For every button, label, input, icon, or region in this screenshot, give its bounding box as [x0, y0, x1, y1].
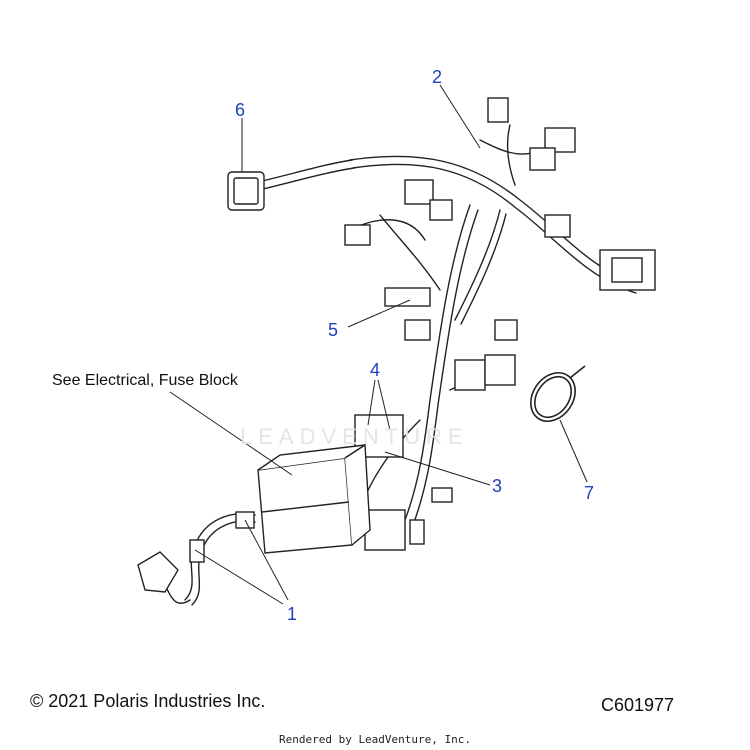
main-harness-trunk: [349, 155, 641, 286]
leader-1b: [194, 549, 284, 605]
callout-2: 2: [432, 67, 443, 87]
connector-top-a: [487, 97, 509, 123]
fuse-block-note: See Electrical, Fuse Block: [52, 372, 238, 389]
leader-4a: [367, 379, 376, 426]
watermark: LEADVENTURE: [240, 424, 469, 449]
connector-lower-plug: [137, 551, 179, 593]
leader-1a: [244, 519, 289, 601]
callout-7: 7: [584, 483, 595, 503]
copyright: © 2021 Polaris Industries Inc.: [30, 691, 266, 711]
leader-2: [439, 84, 481, 149]
leader-5: [347, 299, 411, 328]
leader-note: [169, 391, 293, 476]
leader-4b: [377, 379, 391, 431]
callout-3: 3: [492, 476, 503, 496]
zip-tie: [530, 372, 576, 422]
part-number: C601977: [601, 695, 675, 715]
callout-4: 4: [370, 360, 381, 380]
callout-1: 1: [287, 604, 298, 624]
rendered-by: Rendered by LeadVenture, Inc.: [278, 733, 472, 746]
fuse-block: [257, 457, 353, 554]
callout-6: 6: [235, 100, 246, 120]
callout-5: 5: [328, 320, 339, 340]
leader-7: [559, 419, 588, 483]
harness-down-trunk: [404, 204, 471, 521]
leader-3: [384, 451, 491, 486]
